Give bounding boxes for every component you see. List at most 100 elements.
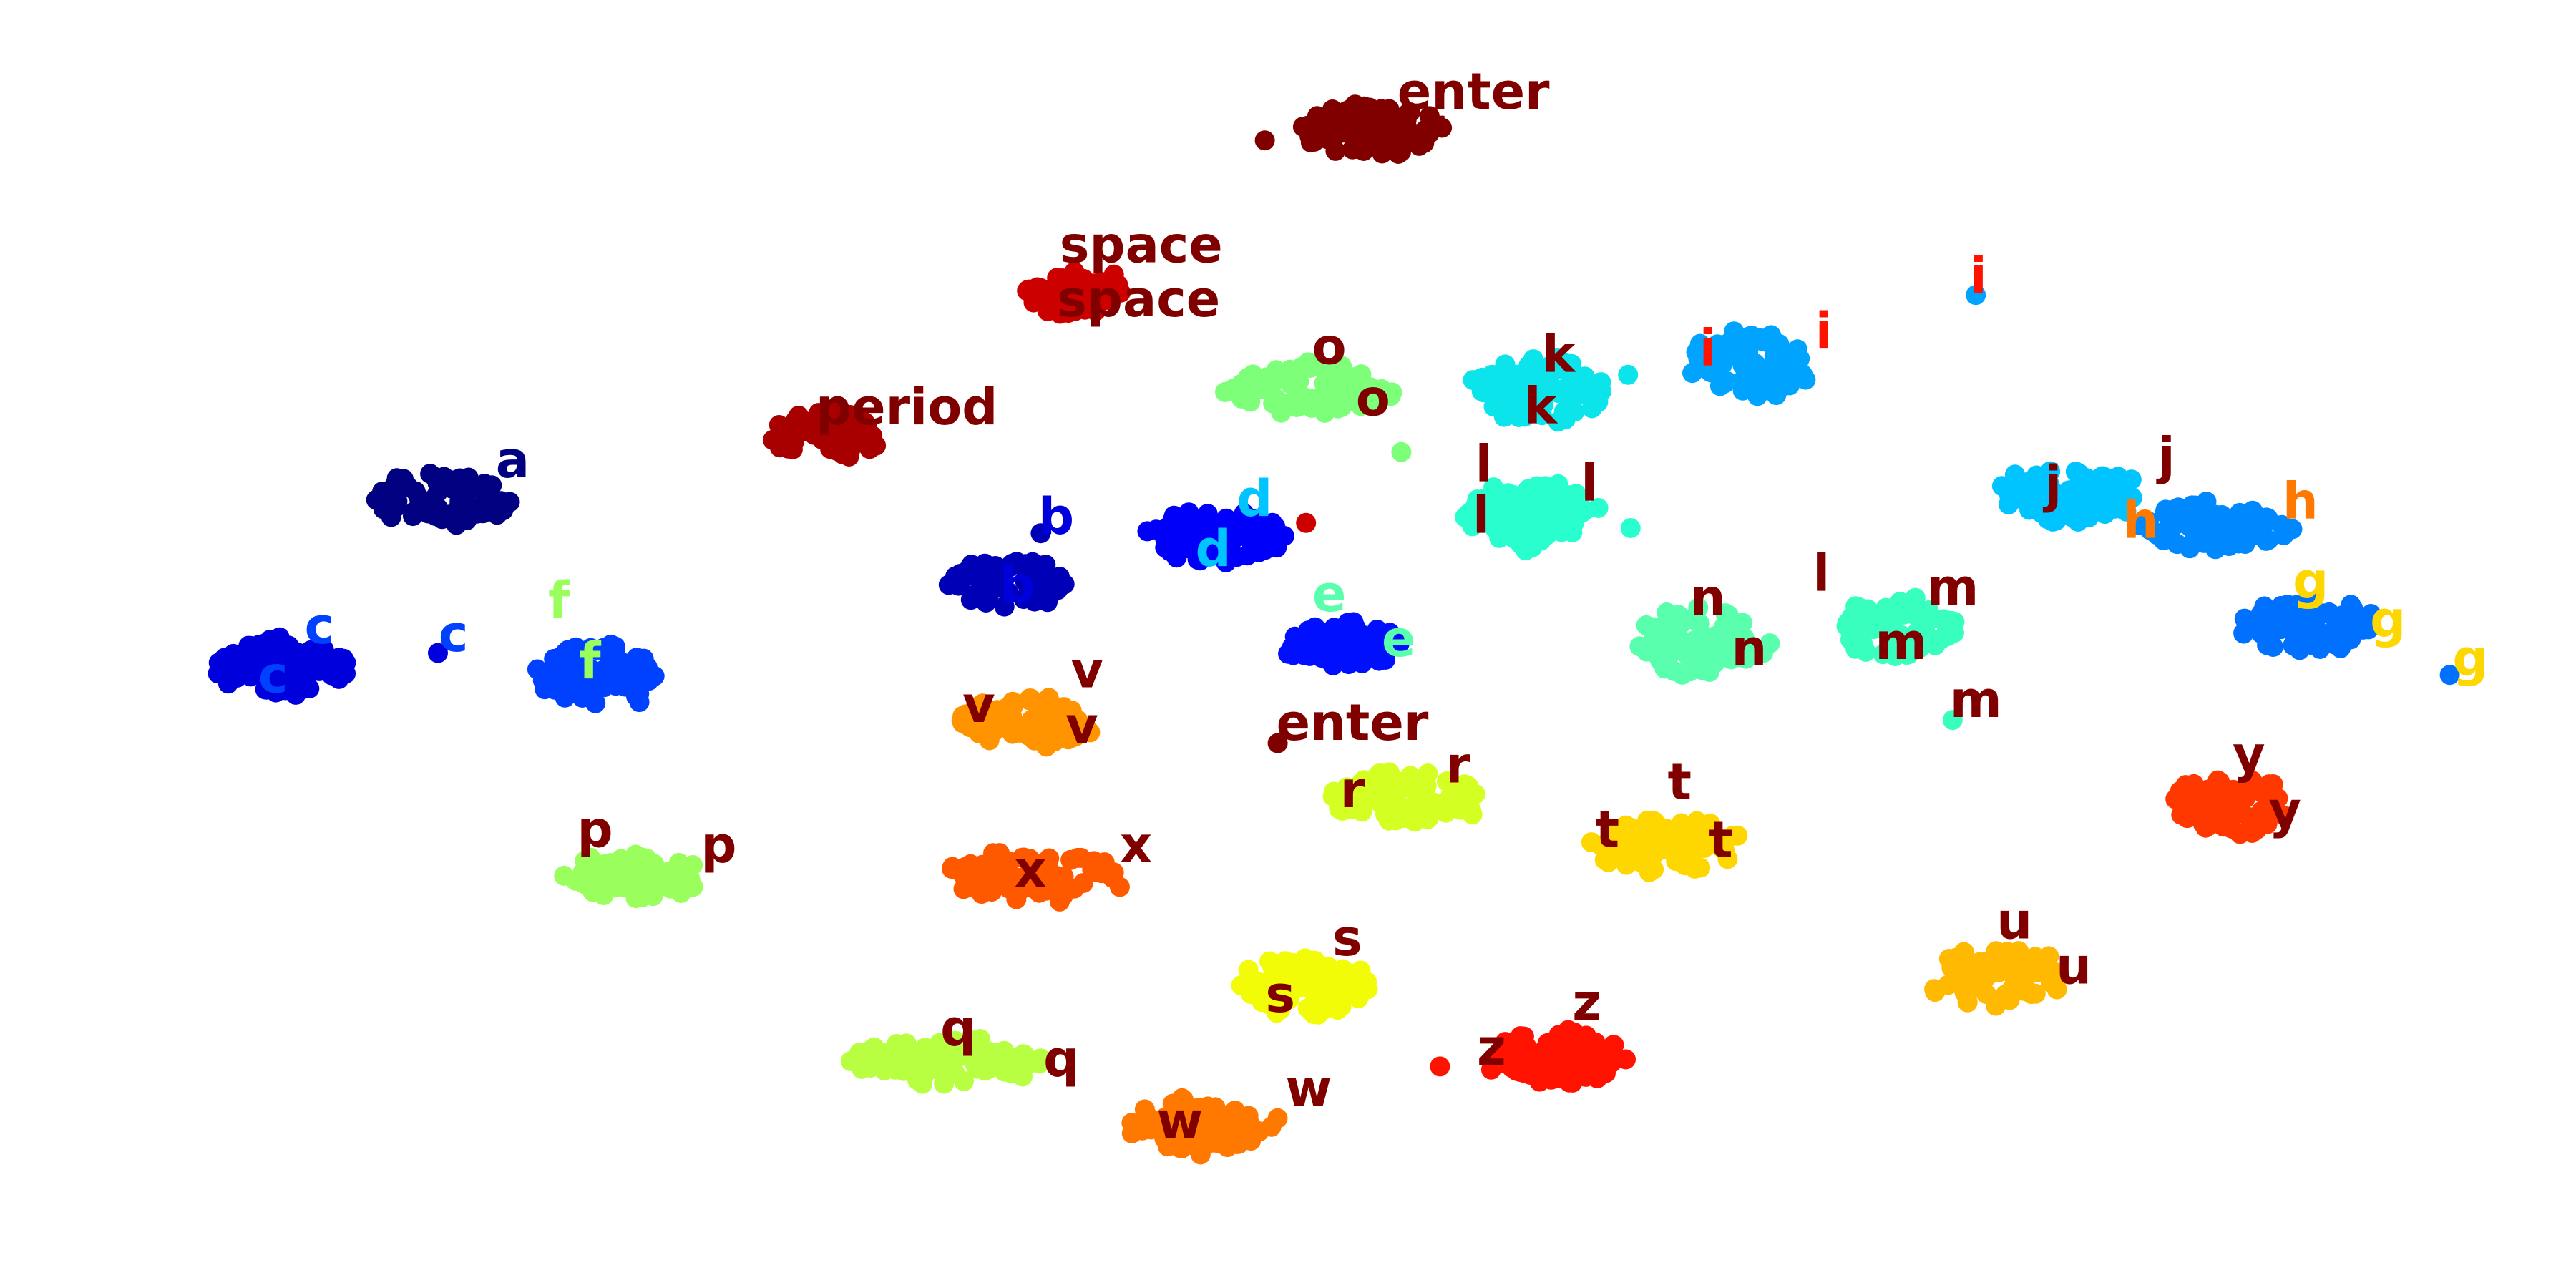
point-label: s	[1265, 965, 1295, 1024]
point-q	[964, 1030, 985, 1051]
point-label: h	[2283, 472, 2318, 531]
point-label: c	[258, 646, 288, 705]
point-v	[959, 712, 980, 733]
point-a	[434, 469, 454, 489]
point-p	[575, 874, 595, 894]
outlier-point	[1430, 1056, 1450, 1077]
point-label: y	[2233, 726, 2265, 784]
point-k	[1560, 401, 1581, 422]
point-c	[260, 630, 280, 650]
point-enter	[1325, 140, 1346, 161]
point-g	[2331, 638, 2351, 658]
point-m	[1915, 605, 1936, 625]
point-o	[1236, 386, 1257, 407]
point-label: l	[1813, 544, 1830, 602]
point-d	[1155, 537, 1176, 558]
point-o	[1297, 388, 1317, 409]
point-s	[1238, 960, 1259, 980]
point-x	[953, 879, 974, 899]
point-o	[1330, 385, 1351, 406]
point-p	[666, 866, 687, 886]
point-c	[208, 653, 229, 673]
point-d	[1178, 527, 1199, 548]
point-label: g	[2370, 590, 2406, 649]
point-t	[1639, 862, 1659, 882]
point-z	[1603, 1035, 1624, 1055]
point-v	[1080, 722, 1101, 743]
point-d	[1221, 518, 1242, 539]
outlier-point	[1942, 710, 1963, 731]
point-t	[1637, 810, 1658, 831]
point-y	[2229, 793, 2249, 814]
point-s	[1308, 1004, 1328, 1025]
point-label: i	[1970, 247, 1987, 306]
point-w	[1204, 1111, 1225, 1132]
point-g	[2282, 620, 2303, 640]
point-r	[1352, 792, 1373, 812]
point-s	[1324, 973, 1345, 994]
point-i	[1707, 334, 1728, 355]
point-z	[1553, 1042, 1574, 1063]
point-j	[2038, 476, 2059, 497]
point-label: p	[701, 816, 736, 874]
point-b	[998, 583, 1019, 604]
point-h	[2243, 500, 2263, 521]
point-f	[586, 640, 607, 660]
point-label: space	[1060, 215, 1223, 274]
point-d	[1201, 545, 1221, 566]
point-label: k	[1524, 376, 1558, 435]
point-l	[1489, 527, 1510, 548]
point-l	[1534, 509, 1554, 530]
point-k	[1539, 356, 1560, 376]
point-f	[555, 687, 575, 708]
point-z	[1562, 1072, 1583, 1093]
point-t	[1599, 840, 1620, 860]
point-n	[1674, 609, 1695, 630]
point-g	[2361, 604, 2381, 624]
point-label: p	[577, 801, 613, 859]
point-period	[812, 424, 833, 444]
point-enter	[1353, 141, 1374, 161]
point-label: m	[1950, 670, 2002, 729]
point-label: x	[1014, 840, 1046, 899]
point-o	[1267, 362, 1288, 383]
point-k	[1511, 395, 1532, 416]
point-l	[1473, 489, 1493, 509]
point-h	[2235, 534, 2255, 555]
point-n	[1699, 662, 1719, 682]
point-label: q	[1043, 1030, 1079, 1088]
point-a	[491, 491, 511, 512]
point-e	[1367, 619, 1387, 640]
point-label: n	[1690, 569, 1726, 628]
point-s	[1317, 956, 1338, 977]
point-label: w	[1285, 1059, 1332, 1118]
point-enter	[1322, 125, 1343, 145]
point-space	[1045, 296, 1065, 317]
point-period	[856, 425, 877, 446]
point-label: f	[548, 571, 571, 630]
point-s	[1331, 996, 1352, 1017]
point-g	[2257, 635, 2278, 655]
point-period	[763, 429, 783, 450]
point-enter	[1393, 112, 1414, 133]
point-a	[467, 503, 487, 524]
point-o	[1298, 352, 1319, 373]
point-p	[597, 856, 618, 877]
point-s	[1295, 965, 1315, 986]
point-enter	[1424, 118, 1445, 139]
outlier-point	[428, 643, 448, 663]
point-z	[1513, 1063, 1534, 1083]
point-k	[1477, 368, 1498, 389]
point-m	[1849, 597, 1870, 618]
point-r	[1375, 781, 1395, 801]
point-s	[1270, 1000, 1290, 1020]
point-t	[1671, 813, 1692, 834]
point-g	[2286, 595, 2307, 615]
point-i	[1732, 380, 1753, 401]
point-m	[1875, 607, 1896, 628]
point-a	[449, 507, 469, 528]
point-q	[855, 1056, 876, 1077]
point-u	[1995, 984, 2016, 1005]
point-r	[1455, 788, 1476, 809]
point-m	[1882, 637, 1903, 658]
